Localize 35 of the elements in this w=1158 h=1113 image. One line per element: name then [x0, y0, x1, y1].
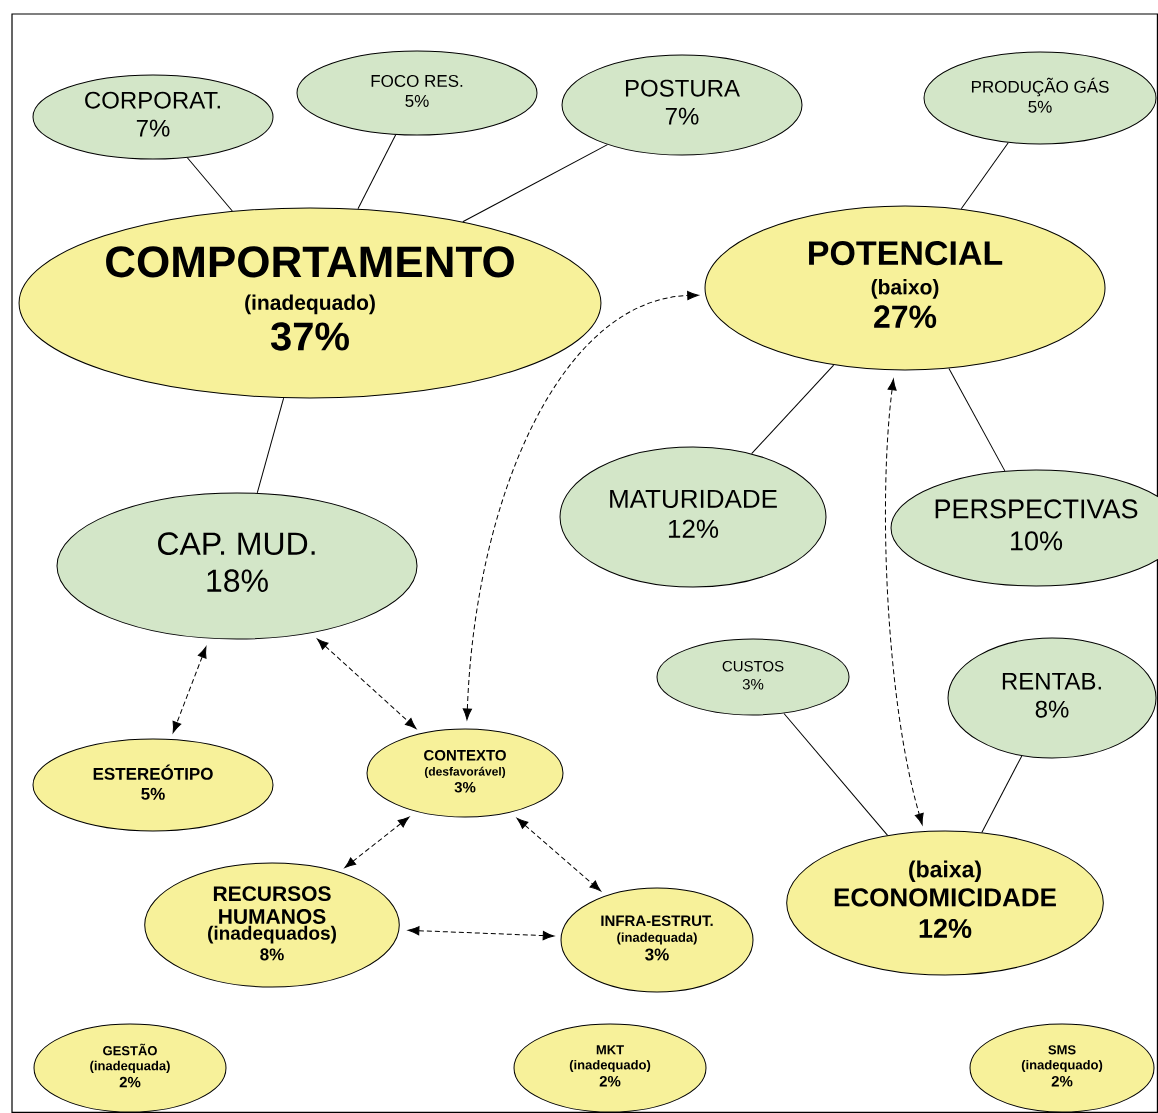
ellipse-node: ESTEREÓTIPO 5%	[32, 738, 274, 832]
connector-line	[960, 142, 1009, 210]
arrow	[317, 638, 417, 729]
connector-line	[981, 755, 1023, 833]
ellipse-node: PRODUÇÃO GÁS 5%	[923, 51, 1157, 145]
connector-line	[256, 397, 285, 494]
arrow	[172, 646, 207, 733]
ellipse-node: CAP. MUD. 18%	[56, 492, 418, 640]
ellipse-node: CONTEXTO (desfavorável) 3%	[366, 728, 564, 818]
ellipse-node: RECURSOS HUMANOS (inadequados) 8%	[144, 862, 400, 988]
ellipse-node: INFRA-ESTRUT. (inadequada) 3%	[560, 887, 754, 993]
connector-line	[948, 368, 1006, 472]
ellipse-node: GESTÃO (inadequada) 2%	[33, 1023, 227, 1113]
connector-line	[462, 144, 608, 223]
arrow	[407, 926, 555, 941]
ellipse-node: MKT (inadequado) 2%	[513, 1023, 707, 1113]
ellipse-node: MATURIDADE 12%	[559, 446, 827, 588]
connector-line	[357, 134, 397, 210]
arrow	[885, 378, 924, 825]
ellipse-node: SMS (inadequado) 2%	[969, 1023, 1155, 1113]
ellipse-node: FOCO RES. 5%	[296, 50, 538, 136]
arrow	[516, 817, 602, 892]
ellipse-node: (baixa) ECONOMICIDADE 12%	[786, 830, 1104, 976]
arrow	[344, 816, 410, 869]
connector-line	[783, 712, 889, 836]
ellipse-node: POSTURA 7%	[561, 54, 803, 156]
ellipse-node: COMPORTAMENTO (inadequado) 37%	[18, 207, 602, 399]
arrow	[462, 290, 699, 720]
ellipse-node: POTENCIAL (baixo) 27%	[704, 205, 1106, 371]
connector-line	[186, 157, 233, 212]
ellipse-node: CORPORAT. 7%	[32, 74, 274, 160]
ellipse-node: PERSPECTIVAS 10%	[890, 469, 1158, 587]
connector-line	[751, 364, 835, 455]
ellipse-node: CUSTOS 3%	[656, 638, 850, 716]
ellipse-node: RENTAB. 8%	[947, 637, 1157, 759]
